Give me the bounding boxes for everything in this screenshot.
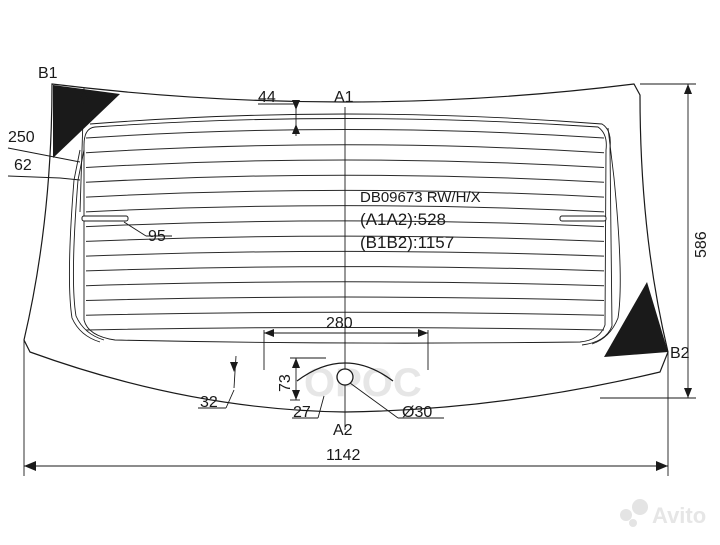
left-side-wire xyxy=(68,149,101,343)
point-a2-label: A2 xyxy=(333,422,353,439)
glass-outer-outline xyxy=(23,83,669,413)
right-side-wire xyxy=(591,127,621,345)
avito-watermark-text: Avito xyxy=(652,503,706,528)
dim-280-label: 280 xyxy=(326,315,353,332)
dim-95-label: 95 xyxy=(148,228,166,245)
right-mount xyxy=(559,215,607,222)
corner-mark-bottom-right xyxy=(604,282,668,357)
dim-250-label: 250 xyxy=(8,129,35,146)
left-side-wire-2 xyxy=(72,149,105,341)
heating-area-outline xyxy=(83,118,607,344)
avito-logo: Avito xyxy=(620,499,706,528)
a1a2-measurement: (A1A2):528 xyxy=(360,210,446,229)
left-mount xyxy=(81,215,129,222)
heating-area-inner-outline xyxy=(89,113,613,346)
dim-32-vertical xyxy=(233,355,237,389)
point-b2-label: B2 xyxy=(670,345,690,362)
dim-27-label: 27 xyxy=(293,404,311,421)
point-a1-label: A1 xyxy=(334,89,354,106)
dim-left-vertical xyxy=(79,87,85,213)
dim-62-label: 62 xyxy=(14,157,32,174)
dim-250-leader xyxy=(7,147,81,163)
wiper-hole xyxy=(336,368,354,386)
corner-mark-top-left xyxy=(53,85,120,158)
dim-62-leader xyxy=(7,175,61,179)
dim-30-leader xyxy=(349,382,399,419)
point-b1-label: B1 xyxy=(38,65,58,82)
dim-44-arrow-top xyxy=(292,100,300,110)
dim-1142-label: 1142 xyxy=(326,447,361,464)
dim-95-leader xyxy=(123,221,147,237)
b1b2-measurement: (B1B2):1157 xyxy=(360,233,454,252)
dim-44-label: 44 xyxy=(258,89,276,106)
part-code: DB09673 RW/H/X xyxy=(360,189,481,206)
dim-32-label: 32 xyxy=(200,394,218,411)
wiper-bump xyxy=(296,362,394,382)
dim-30-label: Ø30 xyxy=(402,404,432,421)
dim-73-label: 73 xyxy=(277,374,294,392)
dim-44-arrow-bottom xyxy=(292,124,300,134)
dim-586-label: 586 xyxy=(693,231,710,258)
